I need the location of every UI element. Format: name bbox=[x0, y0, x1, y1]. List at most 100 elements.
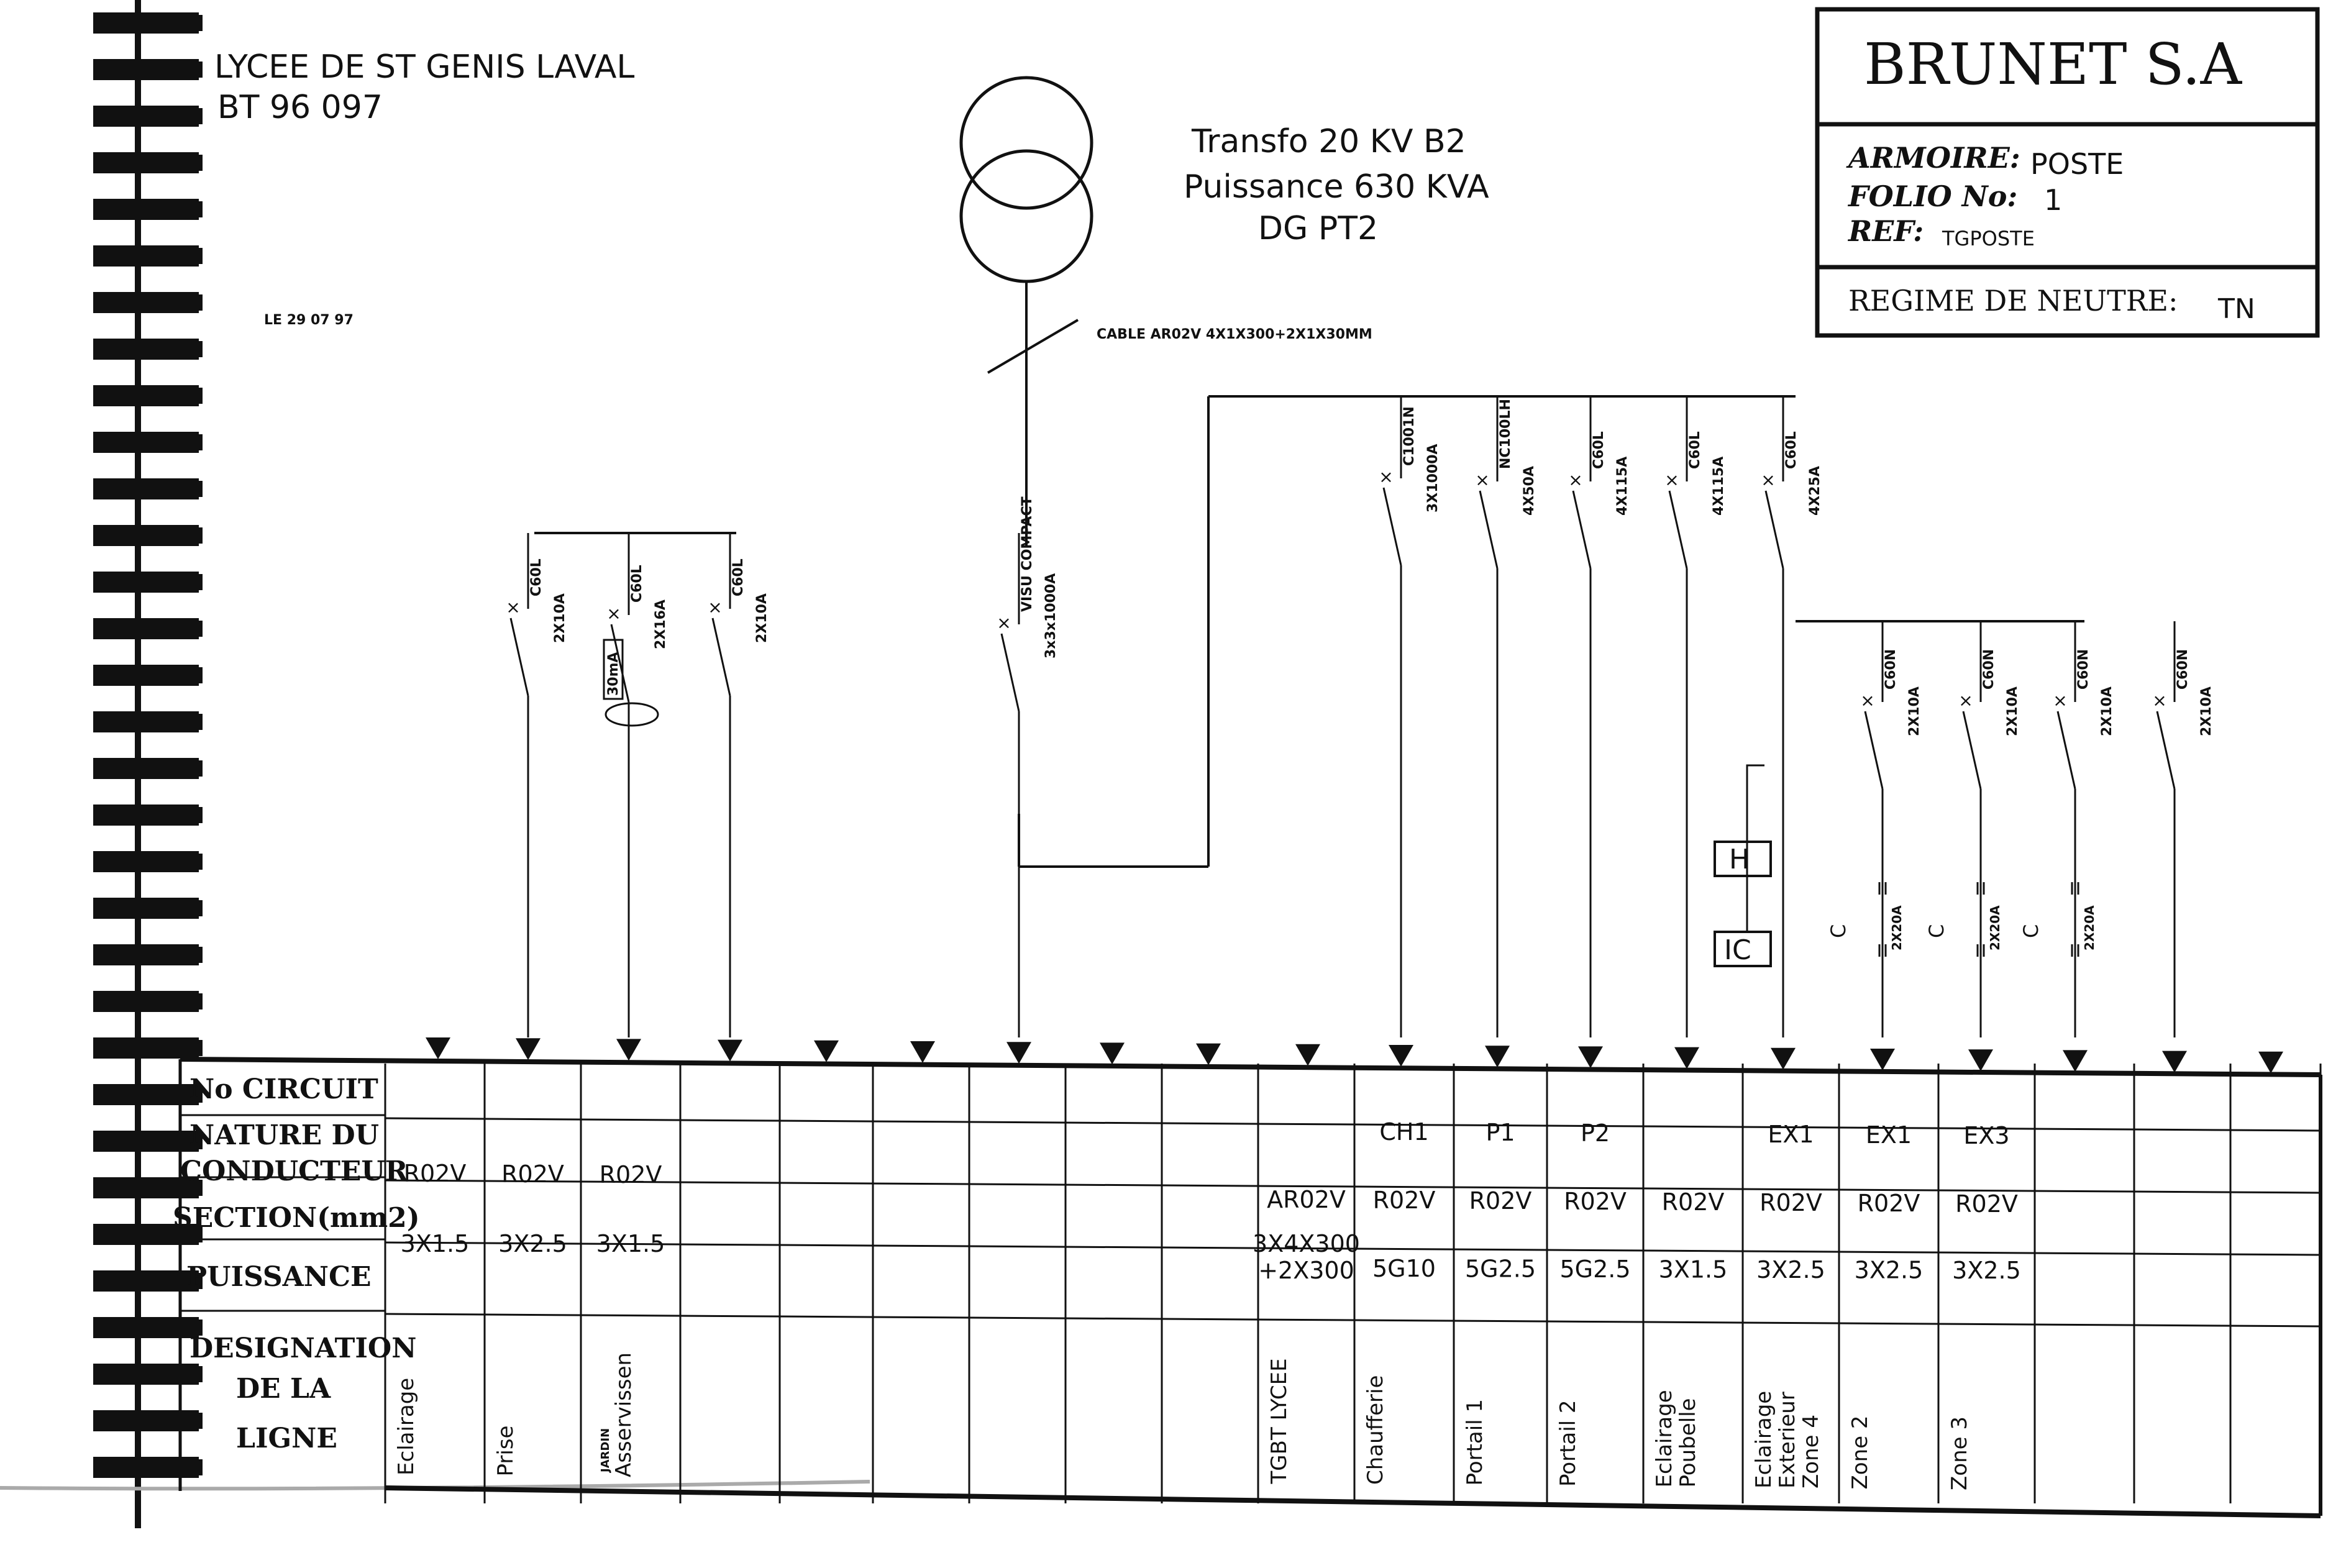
contactor-rating: 2X20A bbox=[2082, 905, 2097, 950]
feeder-arrow bbox=[2063, 1050, 2088, 1072]
binding-ring bbox=[93, 106, 199, 127]
breaker-rating: 2X10A bbox=[754, 593, 770, 643]
breaker-contact bbox=[1962, 711, 1982, 790]
ref-label: REF: bbox=[1847, 214, 1924, 248]
binding-ring bbox=[93, 245, 199, 267]
cell-section: 3X1.5 bbox=[596, 1230, 665, 1257]
binding-hole bbox=[186, 993, 203, 1010]
breaker-contact bbox=[1764, 490, 1784, 569]
breaker-rating: 2X16A bbox=[653, 599, 669, 649]
breaker-contact bbox=[1864, 711, 1884, 790]
armoire-label: ARMOIRE: bbox=[1846, 141, 2020, 175]
binding-ring bbox=[93, 1270, 199, 1292]
table-row-line bbox=[385, 1117, 2321, 1132]
cell-nature: R02V bbox=[404, 1160, 467, 1187]
binding-hole bbox=[186, 854, 203, 870]
feeder-arrow bbox=[1100, 1042, 1125, 1065]
feeder-arrow bbox=[1006, 1042, 1031, 1064]
breaker-trip-mark: × bbox=[506, 597, 520, 618]
binding-hole bbox=[186, 1040, 203, 1056]
binding-hole bbox=[186, 108, 203, 124]
cell-section: 3X1.5 bbox=[401, 1230, 470, 1257]
feeder-arrow bbox=[1870, 1049, 1895, 1070]
feeder-arrow bbox=[910, 1041, 935, 1063]
breaker-contact bbox=[1382, 487, 1402, 566]
breaker-contact bbox=[509, 618, 529, 696]
label-puissance: PUISSANCE bbox=[186, 1261, 372, 1293]
breaker-rating: 4X115A bbox=[1615, 457, 1630, 516]
binding-hole bbox=[186, 1180, 203, 1196]
binding-hole bbox=[186, 1133, 203, 1149]
feeder-arrow bbox=[718, 1039, 742, 1062]
cell-section: 5G10 bbox=[1372, 1255, 1436, 1282]
feeder-arrow bbox=[616, 1039, 641, 1061]
differential-rating: 30mA bbox=[606, 652, 621, 696]
breaker-model: C60L bbox=[1784, 431, 1799, 469]
transformer-voltage: Transfo 20 KV B2 bbox=[1191, 123, 1466, 160]
cell-circuit: EX1 bbox=[1768, 1121, 1814, 1148]
cell-section: 3X4X300 bbox=[1253, 1230, 1360, 1257]
binding-hole bbox=[186, 621, 203, 637]
transformer-id: DG PT2 bbox=[1258, 210, 1378, 247]
breaker-trip-mark: × bbox=[1568, 470, 1582, 490]
contactor-contacts bbox=[1976, 882, 1985, 957]
cell-nature: R02V bbox=[1373, 1187, 1436, 1214]
differential-box bbox=[603, 639, 624, 700]
breaker-model: C60N bbox=[1981, 649, 1997, 690]
breaker-rating: 2X10A bbox=[552, 593, 568, 643]
cell-designation: Eclairage bbox=[394, 1378, 419, 1475]
binding-ring bbox=[93, 199, 199, 220]
cell-designation: TGBT LYCEE bbox=[1267, 1358, 1292, 1484]
binding-ring bbox=[93, 898, 199, 919]
table-row-line bbox=[385, 1241, 2321, 1256]
binding-hole bbox=[186, 341, 203, 357]
binding-hole bbox=[186, 1459, 203, 1475]
breaker-contact bbox=[1668, 490, 1688, 569]
cell-section: 3X2.5 bbox=[1855, 1257, 1924, 1284]
cell-designation: Portail 2 bbox=[1556, 1400, 1581, 1487]
binding-ring bbox=[93, 665, 199, 686]
binding-ring bbox=[93, 805, 199, 826]
breaker-trip-mark: × bbox=[1664, 470, 1679, 490]
breaker-trip-mark: × bbox=[1379, 467, 1393, 487]
table-row-line bbox=[385, 1179, 2321, 1194]
breaker-rating: 2X10A bbox=[2199, 686, 2214, 736]
transformer-symbol bbox=[959, 76, 1093, 547]
feeder-arrow bbox=[1389, 1045, 1413, 1067]
cell-nature: R02V bbox=[600, 1161, 662, 1188]
cell-section: 5G2.5 bbox=[1465, 1256, 1536, 1283]
binding-ring bbox=[93, 59, 199, 80]
breaker-model: C60N bbox=[2175, 649, 2191, 690]
breaker-trip-mark: × bbox=[997, 613, 1011, 633]
binding-ring bbox=[93, 572, 199, 593]
regime-label: REGIME DE NEUTRE: bbox=[1848, 284, 2178, 317]
breaker-trip-mark: × bbox=[1958, 690, 1973, 711]
feeder-arrow bbox=[426, 1037, 450, 1059]
binding-ring bbox=[93, 525, 199, 546]
transformer-power: Puissance 630 KVA bbox=[1184, 168, 1489, 206]
breaker-contact bbox=[1572, 490, 1592, 569]
binding-hole bbox=[186, 1087, 203, 1103]
contactor-contacts bbox=[1878, 882, 1887, 957]
breaker-trip-mark: × bbox=[1761, 470, 1775, 490]
breaker-trip-mark: × bbox=[2152, 690, 2166, 711]
binding-hole bbox=[186, 807, 203, 823]
breaker-contact bbox=[2156, 711, 2176, 790]
binding-ring bbox=[93, 1131, 199, 1152]
cell-section: 3X2.5 bbox=[1952, 1257, 2021, 1284]
feeder-arrow bbox=[1196, 1043, 1221, 1065]
binding-hole bbox=[186, 294, 203, 311]
binding-hole bbox=[186, 1366, 203, 1382]
binding-ring bbox=[93, 851, 199, 872]
label-designation-2: DE LA bbox=[236, 1373, 331, 1405]
binding-hole bbox=[186, 248, 203, 264]
interrupteur-label: IC bbox=[1724, 934, 1751, 966]
feeder-arrow bbox=[1578, 1046, 1603, 1069]
binding-hole bbox=[186, 155, 203, 171]
label-nature-2: CONDUCTEUR bbox=[180, 1155, 408, 1187]
breaker-model: C60L bbox=[731, 558, 746, 596]
breaker-model: C60N bbox=[2076, 649, 2091, 690]
binding-hole bbox=[186, 1413, 203, 1429]
breaker-rating: 4X25A bbox=[1807, 466, 1823, 516]
